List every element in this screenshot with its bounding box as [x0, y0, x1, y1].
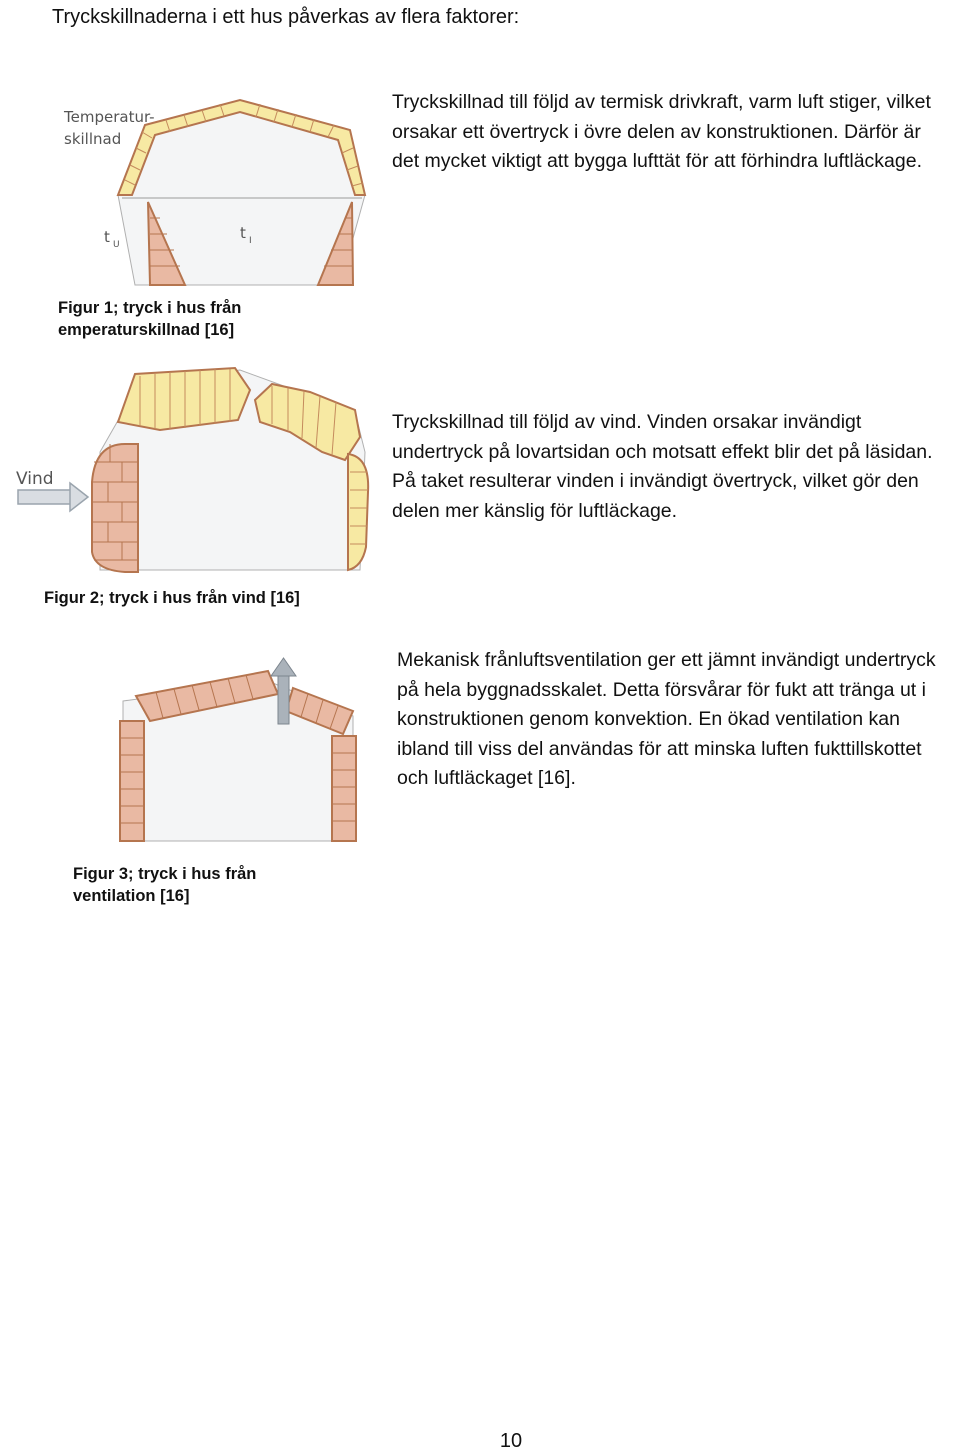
figure-1-t-inside-sub: I	[249, 236, 252, 246]
figure-2-caption: Figur 2; tryck i hus från vind [16]	[44, 587, 374, 609]
section-1-text: Tryckskillnad till följd av termisk driv…	[392, 91, 931, 172]
figure-3-caption: Figur 3; tryck i hus från ventilation [1…	[73, 863, 333, 907]
intro-text: Tryckskillnaderna i ett hus påverkas av …	[52, 6, 520, 28]
figure-1-caption-line2: emperaturskillnad [16]	[58, 321, 235, 339]
figure-1-label-line2: skillnad	[64, 130, 121, 148]
figure-1-t-outside: t	[104, 228, 110, 246]
figure-3-caption-line1: Figur 3; tryck i hus från	[73, 865, 257, 883]
figure-1-caption: Figur 1; tryck i hus från emperaturskill…	[58, 297, 318, 341]
figure-2-caption-line1: Figur 2; tryck i hus från vind [16]	[44, 589, 300, 607]
section-2-text: Tryckskillnad till följd av vind. Vinden…	[392, 411, 933, 522]
page-number: 10	[499, 1430, 523, 1452]
figure-1-t-outside-sub: U	[113, 240, 120, 250]
figure-2-illustration: Vind	[16, 366, 370, 573]
exhaust-arrow-icon	[270, 657, 297, 725]
figure-3-illustration	[119, 657, 357, 842]
section-3-text: Mekanisk frånluftsventilation ger ett jä…	[397, 649, 936, 789]
wind-arrow-icon	[17, 481, 90, 513]
figure-1-t-inside: t	[240, 224, 246, 242]
figure-2-wind-label: Vind	[16, 469, 54, 489]
figure-3-caption-line2: ventilation [16]	[73, 887, 190, 905]
figure-1-label-line1: Temperatur-	[63, 108, 155, 126]
figure-1-caption-line1: Figur 1; tryck i hus från	[58, 299, 242, 317]
figure-1-illustration: Temperatur- skillnad t U t I	[63, 98, 367, 286]
